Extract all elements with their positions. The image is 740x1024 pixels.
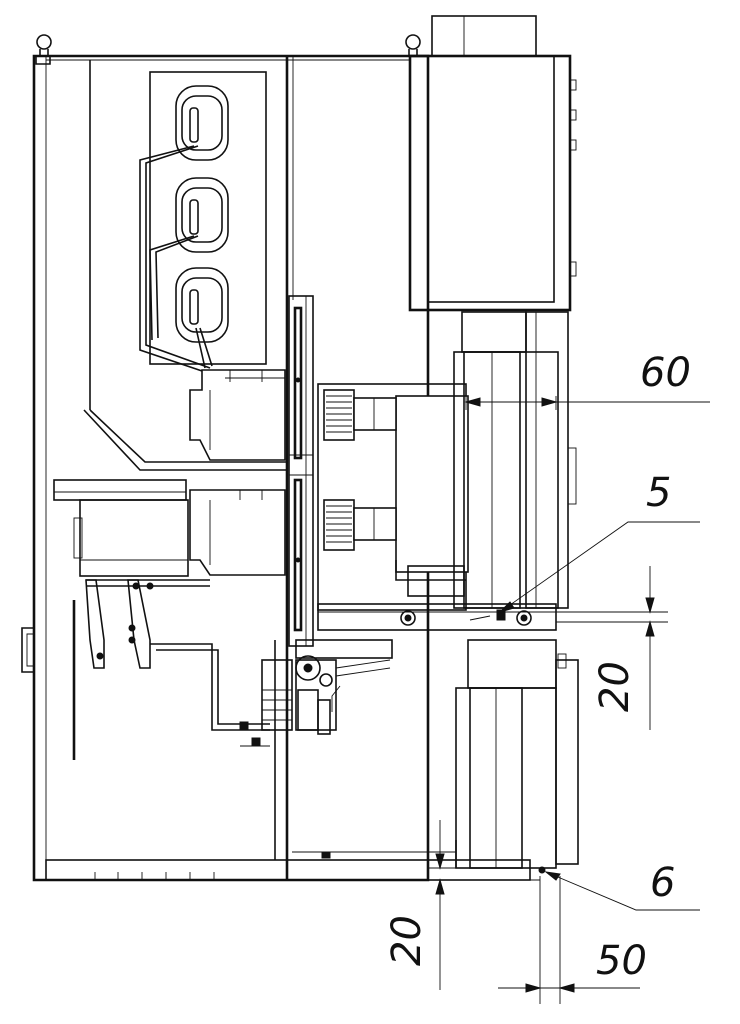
upper-insulator (189, 369, 286, 461)
dimension-20-bottom (428, 820, 540, 990)
lifting-eye-right (405, 34, 421, 56)
dimension-6-leader (544, 871, 700, 911)
mounting-plate (53, 479, 187, 501)
lifting-eye-left (36, 34, 52, 56)
dimension-20-right (556, 566, 668, 730)
dimension-label-5: 5 (646, 470, 671, 516)
dimension-5-leader (498, 521, 700, 614)
cable-door (292, 639, 579, 874)
dimension-label-60: 60 (640, 350, 691, 396)
dimension-label-20-bottom: 20 (384, 915, 430, 966)
dimension-label-6: 6 (650, 860, 675, 906)
partition-walls (83, 56, 294, 880)
door-panel (288, 295, 314, 647)
breaker-door (453, 311, 577, 609)
cable-terminations (72, 579, 270, 760)
current-transformers (139, 71, 267, 373)
dimension-label-20-right: 20 (592, 661, 638, 712)
circuit-breaker (317, 383, 557, 631)
lv-compartment (408, 15, 577, 312)
dimension-label-50: 50 (596, 938, 647, 984)
earthing-mechanism (261, 639, 393, 735)
dimension-50 (498, 876, 640, 1004)
lower-insulator (73, 489, 286, 577)
dimension-60 (464, 396, 710, 410)
